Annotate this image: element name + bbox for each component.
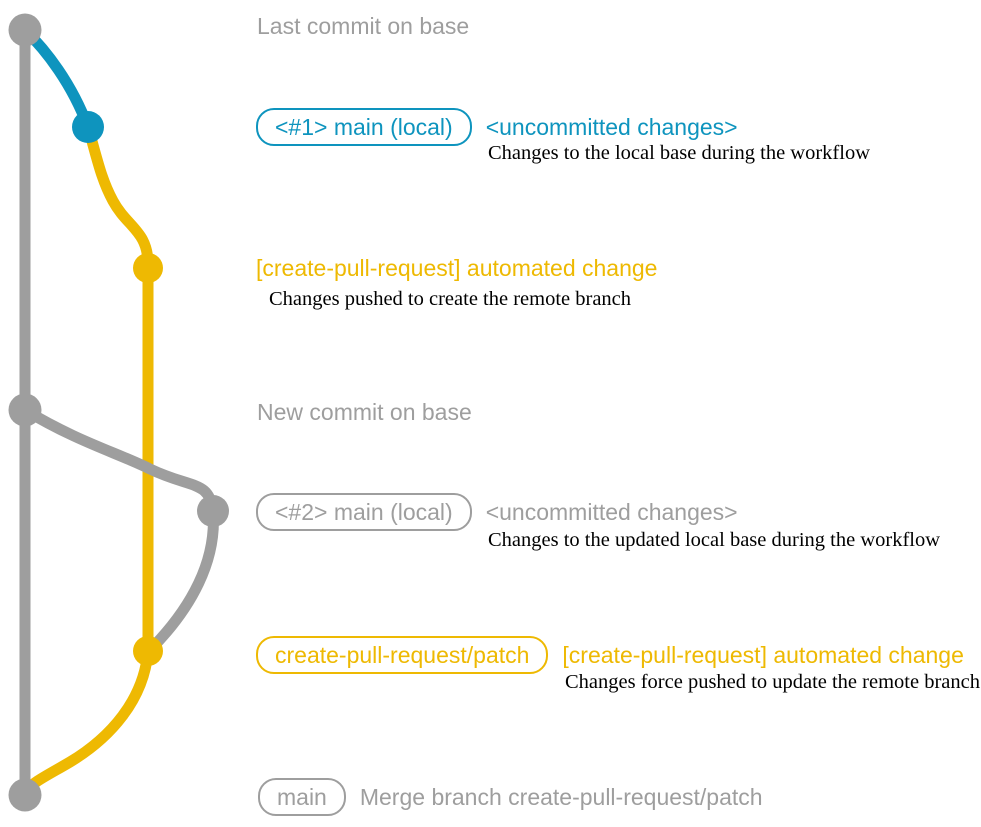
branch-label-patch: create-pull-request/patch <box>256 636 549 674</box>
branch-label-local-main-2: <#2> main (local) <box>256 493 472 531</box>
commit-description-automated-2: Changes force pushed to update the remot… <box>565 671 980 693</box>
commit-title-last-base: Last commit on base <box>257 13 470 39</box>
commit-dot-local-main-1 <box>72 111 104 143</box>
branch-label-local-main-1: <#1> main (local) <box>256 108 472 146</box>
commit-title-new-base: New commit on base <box>257 399 472 425</box>
commit-dot-new-base <box>8 393 42 427</box>
commit-dot-local-main-2 <box>197 495 229 527</box>
commit-dot-automated-change-1 <box>133 253 163 283</box>
row-merge: main Merge branch create-pull-request/pa… <box>258 778 763 816</box>
commit-dot-automated-change-2 <box>133 636 163 666</box>
commit-dot-merge <box>8 778 42 812</box>
local-main-2-curve <box>19 404 219 657</box>
commit-heading-automated-1: [create-pull-request] automated change <box>256 255 658 281</box>
commit-description-uncommitted-2: Changes to the updated local base during… <box>488 529 941 551</box>
commit-heading-merge: Merge branch create-pull-request/patch <box>359 784 763 810</box>
row-patch-branch: create-pull-request/patch [create-pull-r… <box>256 636 964 674</box>
commit-dot-last-base <box>8 13 42 47</box>
commit-description-automated-1: Changes pushed to create the remote bran… <box>269 288 632 310</box>
local-main-1-curve <box>19 24 94 133</box>
branch-label-main: main <box>258 778 346 816</box>
row-local-main-1: <#1> main (local) <uncommitted changes> <box>256 108 738 146</box>
commit-description-uncommitted-1: Changes to the local base during the wor… <box>488 142 871 164</box>
commit-heading-uncommitted-1: <uncommitted changes> <box>485 114 738 140</box>
row-local-main-2: <#2> main (local) <uncommitted changes> <box>256 493 738 531</box>
commit-heading-uncommitted-2: <uncommitted changes> <box>485 499 738 525</box>
commit-heading-automated-2: [create-pull-request] automated change <box>562 642 964 668</box>
